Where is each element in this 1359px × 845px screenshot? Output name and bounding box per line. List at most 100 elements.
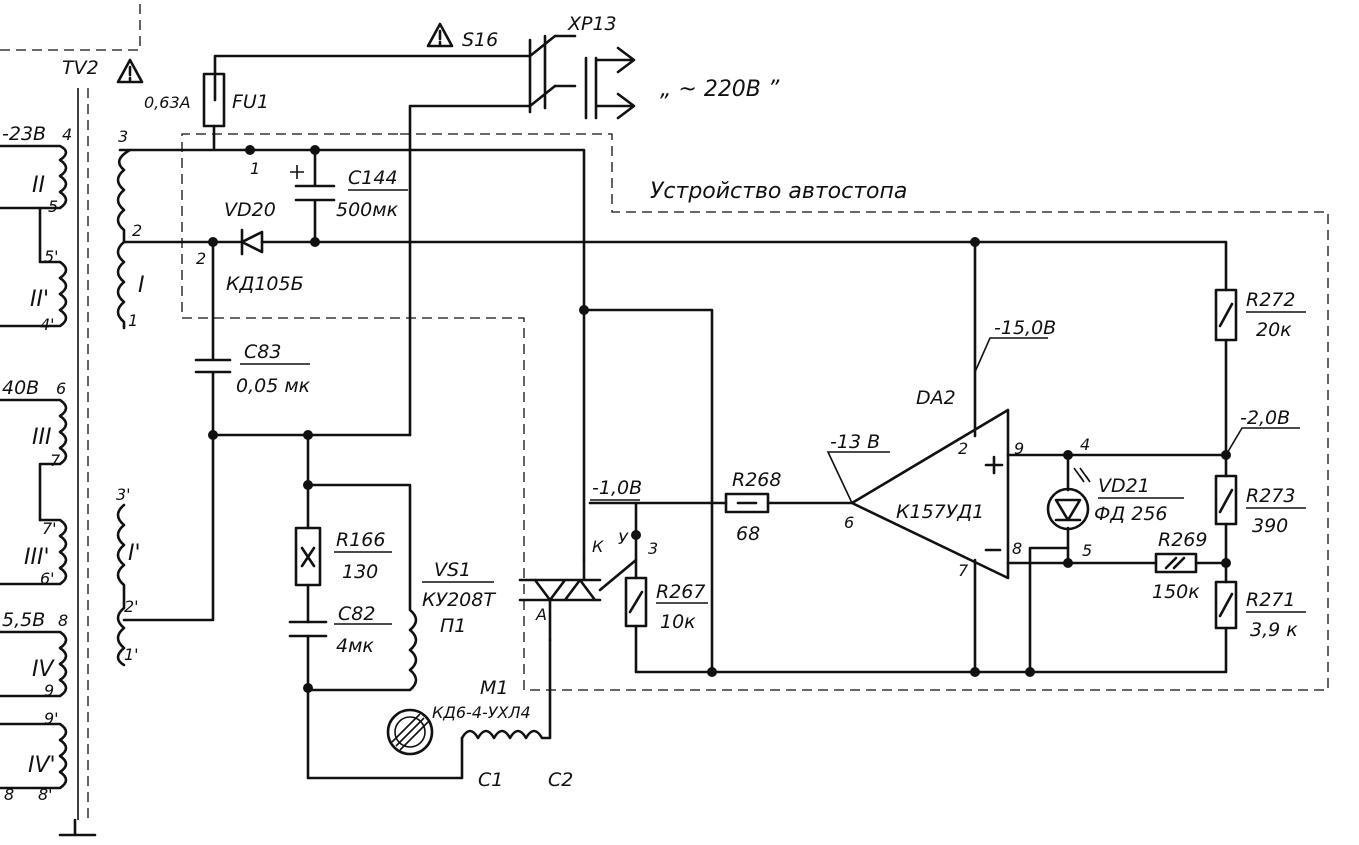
r269-mark	[1164, 556, 1186, 570]
r271-ref: R271	[1246, 589, 1295, 611]
leader-minus2	[1225, 427, 1300, 456]
r273-mark	[1218, 488, 1234, 514]
leader-minus15	[974, 337, 1048, 373]
w2-roman: II	[32, 173, 45, 198]
c82-ref: C82	[338, 603, 375, 625]
r268-value: 68	[736, 523, 760, 545]
photodiode-vd21	[1046, 487, 1090, 531]
voltage-minus13: -13 В	[830, 431, 880, 453]
r272-value: 20к	[1256, 319, 1292, 341]
warning-icon	[426, 22, 454, 48]
resistor-r269	[1154, 552, 1198, 574]
winding-m1	[460, 638, 552, 740]
voltage-minus2: -2,0В	[1240, 407, 1290, 429]
plug-ref: XP13	[567, 13, 617, 35]
motor-m1	[386, 708, 434, 756]
node-3	[631, 530, 641, 540]
primary-pin-2p: 2'	[124, 597, 139, 616]
node-vs1-bottom	[303, 683, 313, 693]
node-gnd-a	[707, 667, 717, 677]
node-1	[245, 145, 255, 155]
w4-pin-bot: 9	[44, 681, 54, 700]
winding-II	[0, 144, 68, 210]
r269-value: 150к	[1152, 581, 1200, 603]
winding-IVp	[0, 722, 68, 790]
w3p-pin-bot: 6'	[40, 569, 55, 588]
w2p-roman: II'	[30, 287, 49, 312]
primary-roman: I	[138, 273, 145, 298]
r166-ref: R166	[336, 529, 385, 551]
r268-ref: R268	[732, 469, 781, 491]
c144-ref: C144	[348, 167, 398, 189]
w2-pin-top: 4	[62, 125, 72, 144]
vd21-symbol	[1054, 498, 1082, 522]
opamp-plus	[984, 455, 1004, 475]
capacitor-c82	[288, 620, 328, 638]
r271-value: 3,9 к	[1250, 619, 1298, 641]
c144-plus	[290, 165, 304, 179]
resistor-r271	[1214, 580, 1238, 630]
label-op-p9: 9	[1014, 439, 1024, 458]
w3-pin-bot: 7	[50, 451, 61, 470]
resistor-r268	[724, 492, 770, 514]
r273-ref: R273	[1246, 485, 1295, 507]
w3-roman: III	[32, 425, 51, 450]
mains-wire-top	[213, 54, 532, 102]
primary-roman-p: I'	[128, 541, 141, 566]
w4p-pin-8p: 8'	[38, 785, 53, 804]
wire-ground-return	[634, 624, 1228, 674]
opamp-da2	[850, 408, 1010, 580]
primary-pin-3: 3	[118, 127, 128, 146]
diode-vd20	[240, 228, 264, 256]
winding-IIIp	[0, 518, 68, 586]
primary-pin-1p: 1'	[124, 645, 139, 664]
r267-mark	[628, 590, 644, 614]
da2-part: К157УД1	[896, 501, 984, 523]
w4p-pin-8: 8	[4, 785, 14, 804]
winding-IV	[0, 630, 68, 698]
w2-voltage: -23В	[2, 123, 46, 145]
ground-mark	[58, 818, 97, 837]
r269-ref: R269	[1158, 529, 1207, 551]
vs1-part: КУ208Т	[422, 589, 496, 611]
c83-value: 0,05 мк	[236, 375, 311, 397]
wire-pin8	[1028, 546, 1070, 674]
r272-ref: R272	[1246, 289, 1295, 311]
w3p-pin-top: 7'	[42, 519, 57, 538]
wire-control	[582, 308, 714, 674]
triac-vs1	[518, 558, 638, 642]
resistor-r166	[294, 526, 322, 587]
autostop-label: Устройство автостопа	[650, 179, 907, 204]
top-left-frame	[0, 0, 141, 51]
label-op-p4: 4	[1080, 435, 1090, 454]
primary-winding-Ip	[116, 503, 126, 667]
da2-ref: DA2	[916, 387, 956, 409]
vd20-part: КД105Б	[226, 273, 304, 295]
fuse-rating: 0,63A	[144, 93, 191, 112]
voltage-minus1: -1,0В	[592, 477, 642, 499]
label-op-p5: 5	[1082, 541, 1092, 560]
switch-ref: S16	[462, 29, 498, 51]
plug-voltage: „ ~ 220В ”	[660, 77, 780, 102]
r271-mark	[1218, 592, 1234, 618]
m1-c2: C2	[548, 769, 573, 791]
w2p-pin-top: 5'	[44, 247, 59, 266]
vs1-ref: VS1	[434, 559, 471, 581]
c144-value: 500мк	[336, 199, 399, 221]
c82-value: 4мк	[336, 635, 374, 657]
primary-pin-2: 2	[132, 221, 142, 240]
primary-winding-I	[116, 148, 132, 328]
vd21-part: ФД 256	[1094, 503, 1168, 525]
w4p-pin-top: 9'	[44, 709, 59, 728]
vs1-grade: П1	[440, 615, 466, 637]
node-label-1: 1	[250, 159, 260, 178]
wire-c83	[122, 240, 232, 622]
vd20-ref: VD20	[224, 199, 276, 221]
vd21-ref: VD21	[1098, 475, 1150, 497]
w4-pin-top: 8	[58, 611, 68, 630]
w3-voltage: 40В	[2, 377, 39, 399]
r273-value: 390	[1252, 515, 1288, 537]
m1-c1: C1	[478, 769, 503, 791]
w3-pin-top: 6	[56, 379, 66, 398]
